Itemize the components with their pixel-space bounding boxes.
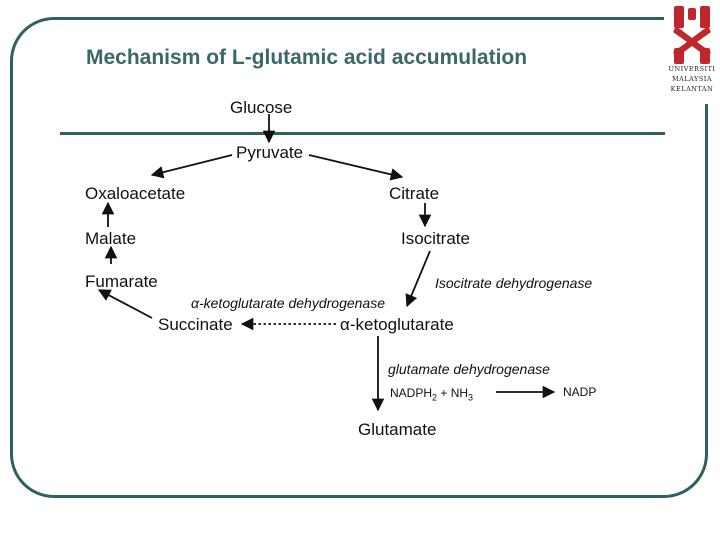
logo-text-line-1: UNIVERSITI [668, 65, 716, 73]
node-fumarate: Fumarate [85, 272, 158, 291]
logo-text-line-3: KELANTAN [670, 85, 714, 93]
university-logo: UNIVERSITI MALAYSIA KELANTAN [664, 4, 720, 104]
enzyme-glutamate-dehydrogenase: glutamate dehydrogenase [388, 361, 550, 377]
arrow-isocitrate-to-akg [405, 250, 431, 308]
logo-emblem [673, 6, 711, 64]
arrow-fumarate-from-succinate [97, 289, 153, 319]
node-pyruvate: Pyruvate [236, 143, 304, 162]
arrow-pyruvate-to-citrate [308, 154, 404, 181]
enzyme-isocitrate-dehydrogenase: Isocitrate dehydrogenase [435, 275, 593, 291]
node-alpha-ketoglutarate: α-ketoglutarate [340, 315, 454, 334]
node-succinate: Succinate [158, 315, 233, 334]
node-malate: Malate [85, 229, 137, 248]
node-glucose: Glucose [230, 98, 293, 117]
cofactor-subscript-3: 3 [468, 392, 474, 403]
arrow-pyruvate-to-oxaloacetate [150, 154, 233, 179]
slide-title: Mechanism of L-glutamic acid accumulatio… [86, 46, 528, 69]
node-isocitrate: Isocitrate [401, 229, 470, 248]
node-citrate: Citrate [389, 184, 440, 203]
enzyme-akg-dehydrogenase: α-ketoglutarate dehydrogenase [191, 295, 386, 311]
cofactor-nh: + NH [437, 386, 469, 400]
slide-frame [10, 17, 708, 498]
cofactor-nadph2-nh3: NADPH2 + NH3 [390, 386, 473, 402]
cofactor-subscript-2: 2 [432, 392, 438, 403]
node-glutamate: Glutamate [358, 420, 437, 439]
cofactor-nadp: NADP [563, 385, 597, 399]
node-oxaloacetate: Oxaloacetate [85, 184, 186, 203]
title-divider [60, 132, 665, 135]
cofactor-nadph: NADPH [390, 386, 433, 400]
logo-text-line-2: MALAYSIA [671, 75, 713, 83]
